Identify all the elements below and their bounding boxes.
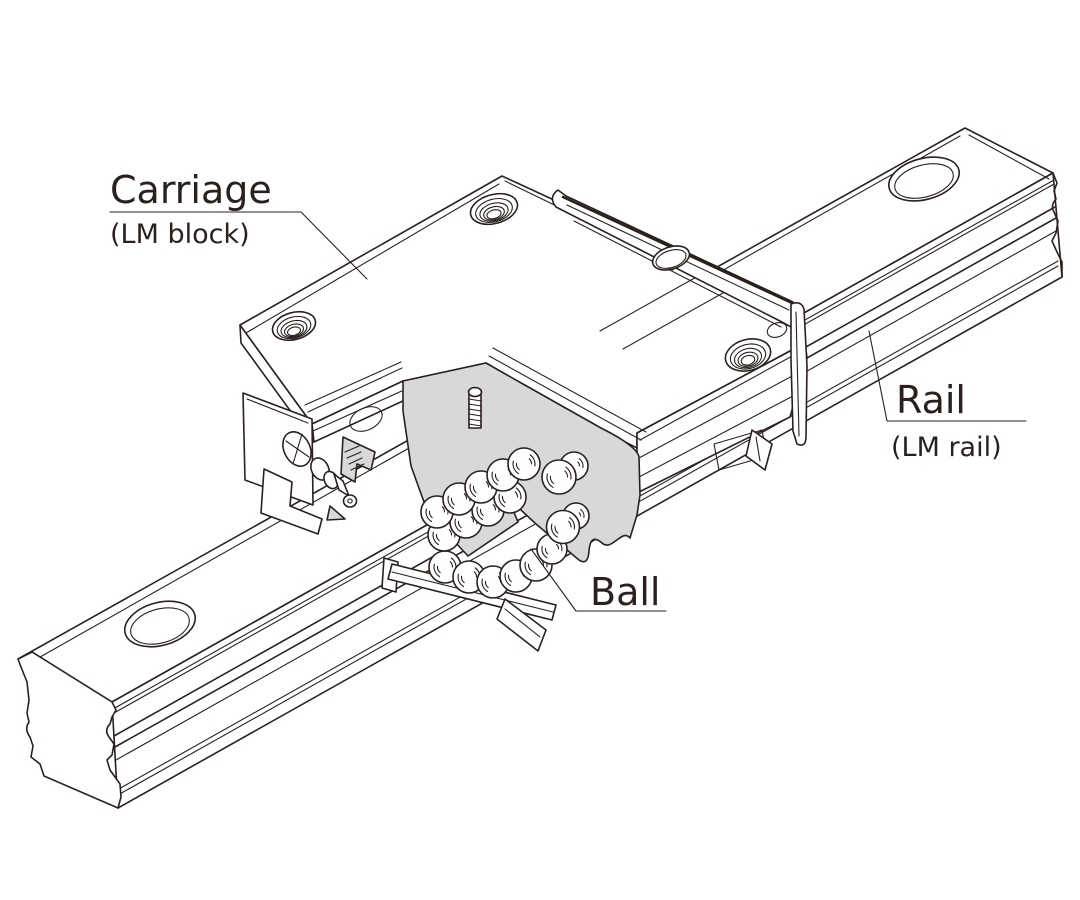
- carriage-drawing: [239, 175, 808, 535]
- carriage-mount-hole: [469, 192, 519, 226]
- carriage-mount-hole: [271, 310, 317, 342]
- rail-label-subtitle: (LM rail): [891, 432, 1002, 463]
- carriage-leader-line: [109, 211, 368, 280]
- rail-leader-line: [868, 330, 1027, 422]
- rail-label-title: Rail: [896, 378, 966, 422]
- ball-leader-line: [530, 548, 667, 612]
- carriage-label-title: Carriage: [110, 168, 272, 212]
- label-carriage: Carriage (LM block): [109, 168, 368, 280]
- label-rail: Rail (LM rail): [868, 330, 1027, 463]
- retainer-bracket: [260, 468, 323, 535]
- rail-bolt-hole-left: [123, 600, 197, 648]
- rail-end-face-left: [17, 651, 122, 809]
- ball-label-title: Ball: [590, 570, 660, 614]
- label-ball: Ball: [530, 548, 667, 614]
- grease-nipple: [310, 457, 358, 508]
- end-cap-grease-hole: [651, 245, 691, 271]
- rail-bolt-hole-right: [888, 156, 960, 202]
- rail-end-face-right: [1051, 172, 1063, 278]
- grub-screw: [467, 386, 483, 429]
- carriage-label-subtitle: (LM block): [110, 219, 250, 250]
- phillips-screw-icon: [282, 431, 312, 467]
- ball-set: [420, 447, 590, 599]
- end-cap-plate: [790, 302, 808, 446]
- end-plate-left: [242, 392, 314, 506]
- carriage-mount-hole: [724, 338, 772, 372]
